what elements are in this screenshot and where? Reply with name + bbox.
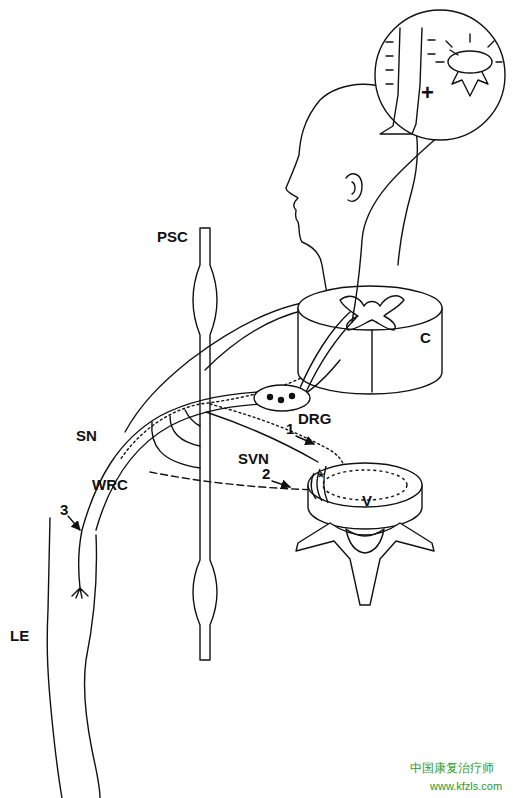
- plus-sign: +: [421, 82, 434, 104]
- inset-circle: [375, 10, 505, 140]
- inset-leg: [380, 28, 422, 134]
- ganglion-label: DRG: [298, 411, 331, 426]
- callout-number: 3: [60, 502, 68, 517]
- arrow-1: [296, 436, 314, 444]
- ventral-root: [282, 360, 340, 404]
- dorsal-root-ganglion: [254, 385, 310, 411]
- rami-label: WRC: [92, 477, 128, 492]
- nerve-branch: [205, 310, 305, 370]
- white-ramus: [152, 422, 200, 468]
- callout-number: 1: [286, 421, 294, 436]
- pain-rays: [436, 34, 502, 62]
- limb-label: LE: [10, 628, 29, 643]
- svn-path-2: [150, 472, 318, 490]
- watermark: 中国康复治疗师: [410, 762, 494, 774]
- vertebra: V: [290, 455, 440, 620]
- median-fissure: [371, 330, 372, 392]
- white-ramus: [185, 410, 200, 426]
- svn-path-1: [210, 404, 344, 466]
- arrow-3: [68, 516, 80, 530]
- inset-vertebra: [448, 51, 492, 73]
- callout-number: 2: [262, 466, 270, 481]
- white-ramus: [170, 416, 200, 446]
- dorsal-root: [306, 318, 356, 392]
- ear: [346, 174, 362, 201]
- chain-label: PSC: [157, 229, 188, 244]
- cord-label: C: [420, 330, 431, 345]
- watermark: www.kfzls.com: [430, 781, 502, 792]
- vertebra-label: V: [362, 493, 372, 508]
- leg-outline: [84, 535, 100, 798]
- pain-marks: [386, 40, 435, 84]
- sympathetic-chain: [193, 228, 217, 660]
- nerve-label: SVN: [238, 451, 269, 466]
- arrow-2: [272, 481, 290, 487]
- nerve-label: SN: [76, 428, 97, 443]
- vertebra-outline: [290, 455, 440, 620]
- leg-outline: [47, 518, 62, 798]
- nerve-tuft: [72, 588, 88, 598]
- inset-vertebra: [452, 72, 488, 96]
- ascending-pathway: [352, 128, 448, 322]
- disc-marker: *: [318, 469, 324, 484]
- spinal-cord-top: [298, 286, 442, 330]
